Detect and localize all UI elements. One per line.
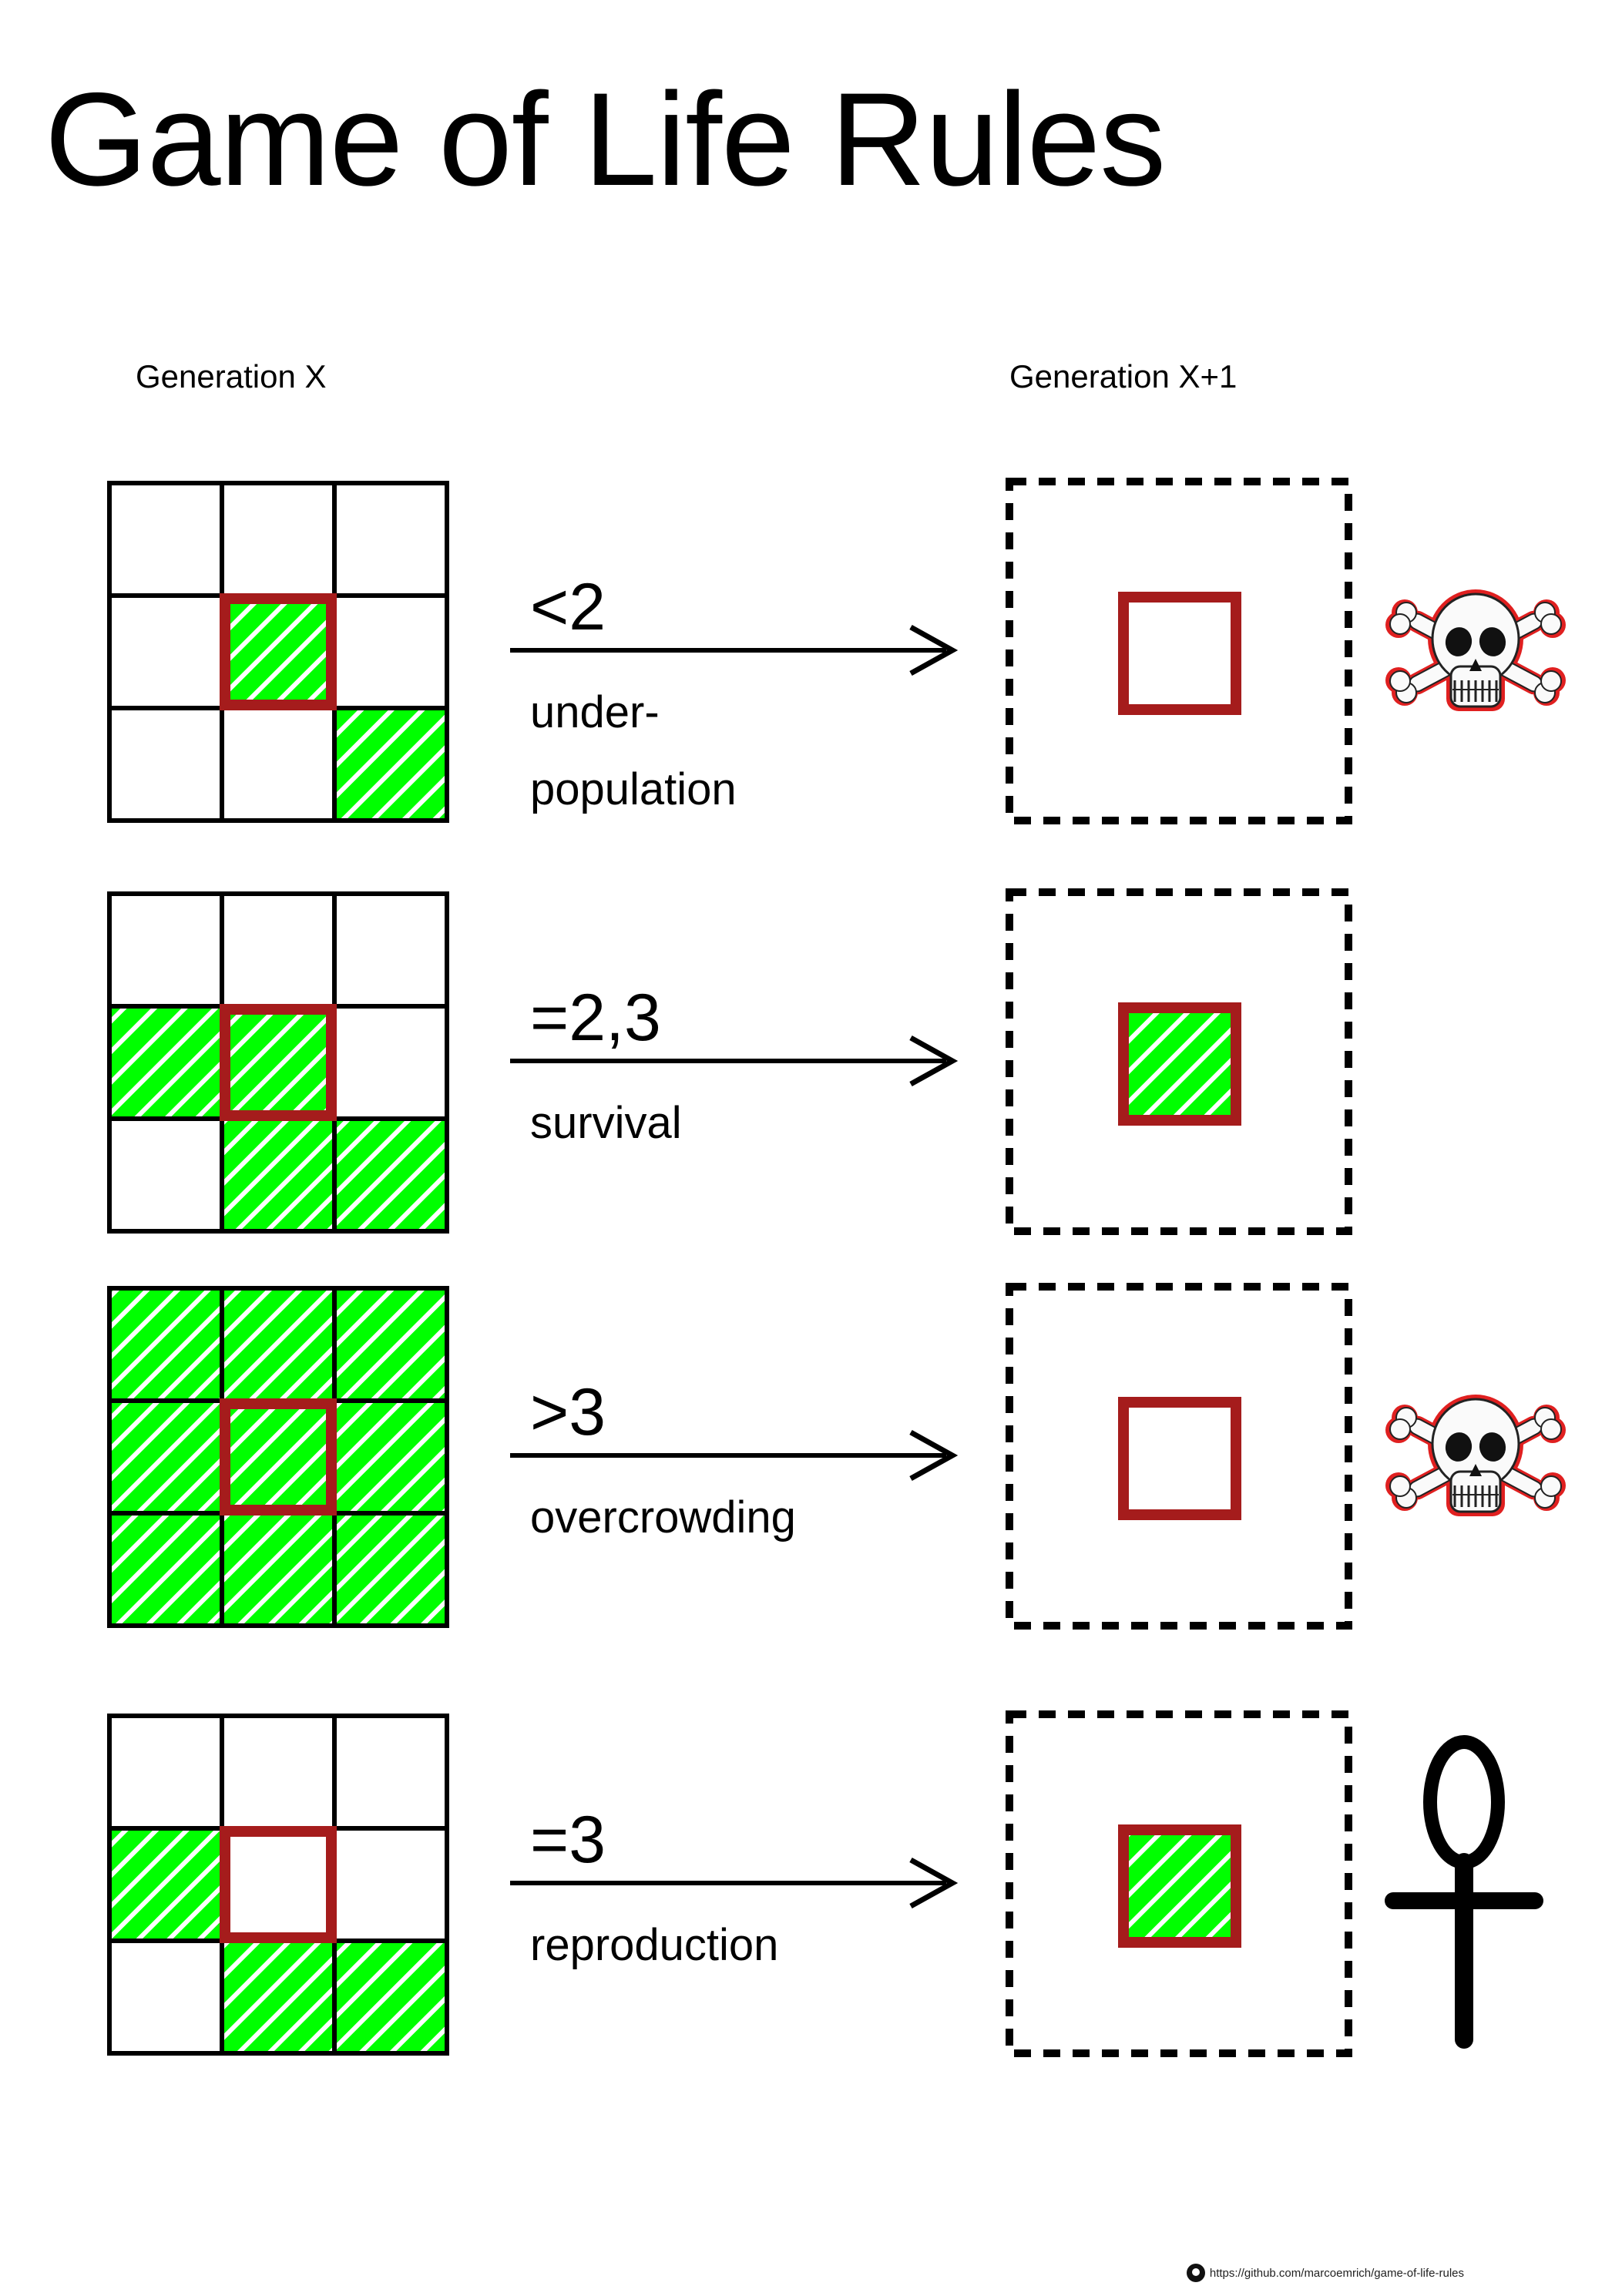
result-cell-dead <box>1118 1397 1241 1520</box>
cell-dead <box>332 1714 449 1831</box>
neighbourhood-grid <box>107 481 449 823</box>
center-cell-highlight <box>220 593 337 710</box>
cell-dead <box>220 1826 337 1943</box>
ankh-icon <box>1385 1735 1543 2049</box>
cell-dead <box>332 1004 449 1121</box>
cell-alive <box>220 1511 337 1628</box>
neighbourhood-grid <box>107 891 449 1234</box>
cell-dead <box>332 481 449 598</box>
cell-alive <box>220 593 337 710</box>
cell-dead <box>332 1826 449 1943</box>
arrow-icon <box>510 1035 959 1087</box>
cell-alive <box>332 706 449 823</box>
cell-alive <box>220 1116 337 1234</box>
center-cell-highlight <box>220 1398 337 1516</box>
center-cell-highlight <box>220 1826 337 1943</box>
cell-alive <box>332 1116 449 1234</box>
cell-alive <box>107 1004 224 1121</box>
github-icon <box>1186 2264 1205 2282</box>
rule-expression: <2 <box>530 570 606 644</box>
cell-alive <box>332 1511 449 1628</box>
cell-alive <box>332 1286 449 1403</box>
rule-expression: =2,3 <box>530 981 661 1055</box>
cell-dead <box>220 706 337 823</box>
cell-dead <box>332 593 449 710</box>
rule-row <box>107 478 1566 824</box>
rule-name: under- <box>530 687 660 737</box>
rule-name: population <box>530 764 737 814</box>
result-cell-dead <box>1118 592 1241 715</box>
skull-crossbones-icon <box>1385 589 1566 711</box>
cell-alive <box>332 1398 449 1516</box>
heading-generation-x: Generation X <box>136 358 327 394</box>
cell-dead <box>107 1939 224 2056</box>
next-generation-box <box>1006 478 1352 824</box>
cell-alive <box>107 1826 224 1943</box>
cell-alive <box>107 1286 224 1403</box>
cell-alive <box>220 1286 337 1403</box>
cell-dead <box>220 891 337 1009</box>
cell-alive <box>220 1004 337 1121</box>
cell-alive <box>107 1398 224 1516</box>
cell-dead <box>107 706 224 823</box>
next-generation-box <box>1006 1710 1352 2057</box>
cell-dead <box>220 1714 337 1831</box>
rule-expression: =3 <box>530 1803 606 1877</box>
rule-row <box>107 1283 1566 1630</box>
result-cell-alive <box>1118 1824 1241 1948</box>
arrow-icon <box>510 1857 959 1909</box>
rule-name: reproduction <box>530 1920 779 1970</box>
rule-name: overcrowding <box>530 1492 796 1542</box>
cell-alive <box>220 1398 337 1516</box>
cell-dead <box>107 891 224 1009</box>
next-generation-box <box>1006 1283 1352 1630</box>
arrow-icon <box>510 1429 959 1482</box>
cell-dead <box>107 1714 224 1831</box>
footer-url[interactable]: https://github.com/marcoemrich/game-of-l… <box>1209 2266 1464 2280</box>
next-generation-box <box>1006 888 1352 1235</box>
skull-crossbones-icon <box>1385 1395 1566 1516</box>
cell-dead <box>107 481 224 598</box>
cell-dead <box>332 891 449 1009</box>
neighbourhood-grid <box>107 1286 449 1628</box>
cell-alive <box>332 1939 449 2056</box>
rule-row <box>107 888 1352 1235</box>
cell-dead <box>107 1116 224 1234</box>
rule-row <box>107 1710 1543 2057</box>
neighbourhood-grid <box>107 1714 449 2056</box>
heading-generation-x-plus-1: Generation X+1 <box>1009 358 1237 394</box>
rule-name: survival <box>530 1098 682 1148</box>
cell-alive <box>220 1939 337 2056</box>
rule-expression: >3 <box>530 1375 606 1449</box>
cell-alive <box>107 1511 224 1628</box>
result-cell-alive <box>1118 1002 1241 1126</box>
footer-link[interactable]: https://github.com/marcoemrich/game-of-l… <box>1186 2264 1464 2282</box>
page-title: Game of Life Rules <box>45 65 1166 213</box>
cell-dead <box>107 593 224 710</box>
center-cell-highlight <box>220 1004 337 1121</box>
cell-dead <box>220 481 337 598</box>
arrow-icon <box>510 624 959 676</box>
